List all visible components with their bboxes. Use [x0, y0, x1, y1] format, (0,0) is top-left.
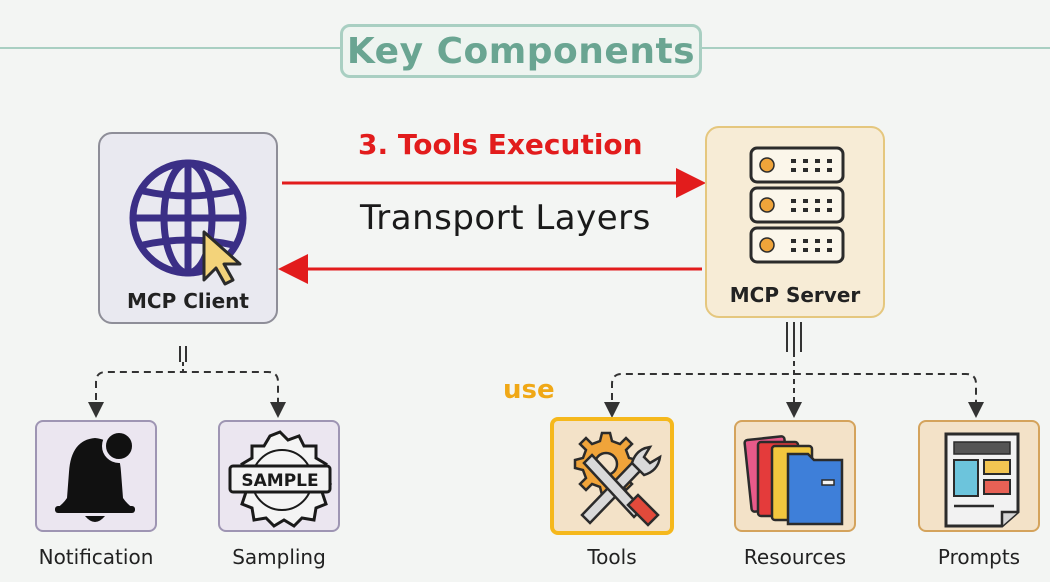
prompt-document-icon [944, 432, 1020, 528]
sample-stamp-icon: SAMPLE [228, 430, 333, 528]
notification-node[interactable] [35, 420, 157, 532]
mcp-client-label: MCP Client [127, 289, 249, 313]
sample-stamp-text: SAMPLE [241, 471, 318, 491]
tools-label: Tools [587, 545, 637, 569]
server-tree-lines [611, 322, 977, 412]
title-rule-right [702, 47, 1050, 49]
sampling-label: Sampling [232, 545, 326, 569]
globe-cursor-icon [129, 159, 247, 286]
transport-layers-label: Transport Layers [360, 198, 651, 238]
resources-label: Resources [743, 545, 847, 569]
prompts-label: Prompts [937, 545, 1021, 569]
sampling-node[interactable]: SAMPLE [218, 420, 340, 532]
tools-node[interactable] [550, 417, 674, 535]
title-box: Key Components [340, 24, 702, 78]
resources-node[interactable] [734, 420, 856, 532]
mcp-server-node[interactable]: MCP Server [705, 126, 885, 318]
use-label: use [503, 375, 555, 405]
tools-execution-label: 3. Tools Execution [358, 128, 643, 161]
page-title: Key Components [346, 30, 696, 72]
notification-label: Notification [38, 545, 154, 569]
title-rule-left [0, 47, 340, 49]
server-rack-icon [749, 146, 845, 264]
bell-icon [55, 429, 136, 522]
mcp-server-label: MCP Server [729, 283, 861, 307]
folders-icon [743, 435, 844, 526]
prompts-node[interactable] [918, 420, 1040, 532]
tools-icon [573, 431, 662, 527]
client-tree-lines [95, 346, 279, 412]
mcp-client-node[interactable]: MCP Client [98, 132, 278, 324]
